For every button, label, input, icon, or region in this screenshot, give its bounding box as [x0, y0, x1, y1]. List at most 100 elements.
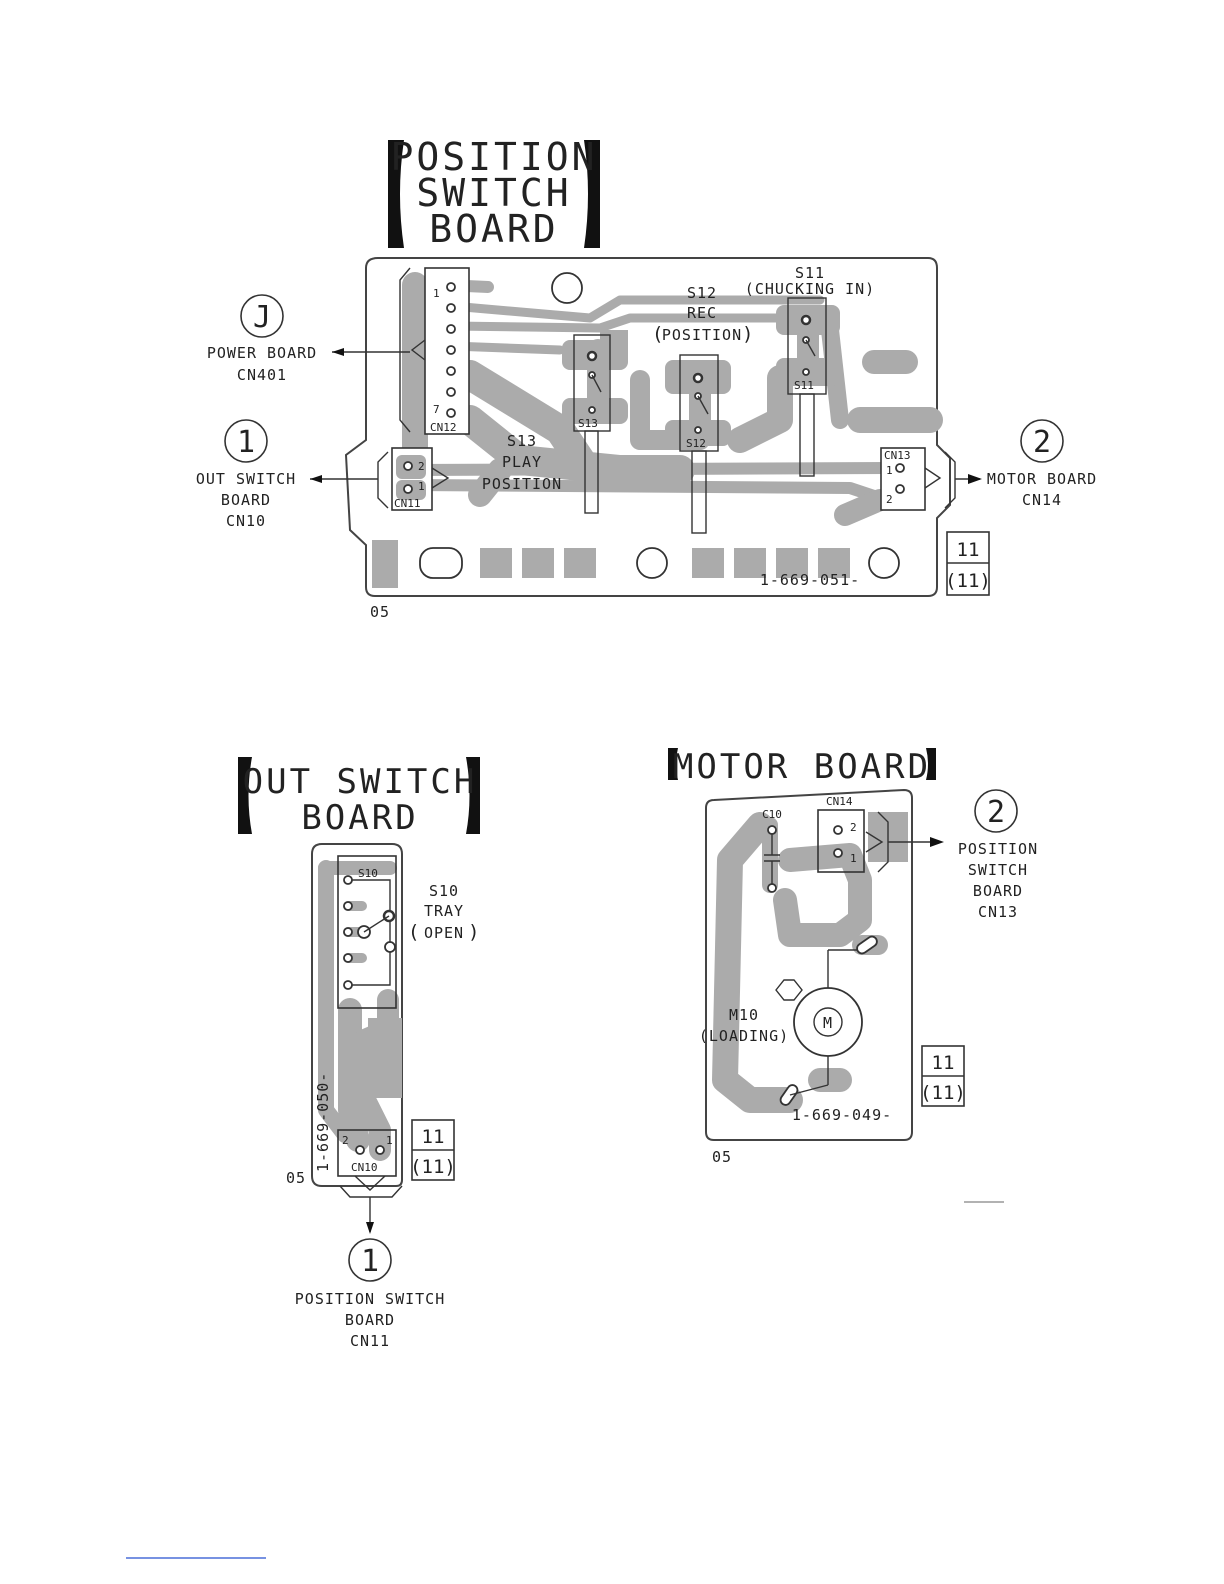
- s10-desc2: OPEN: [424, 924, 464, 942]
- c10-capacitor: C10: [762, 808, 782, 893]
- out-board-outline: [311, 843, 403, 1187]
- s13-desc2: POSITION: [482, 475, 562, 493]
- s10-paren-open: (: [408, 921, 419, 943]
- position-board-rev: 05: [370, 603, 390, 621]
- cn14-connector: CN14 2 1: [817, 795, 944, 873]
- motor-board-page-box: 11 (11): [920, 1045, 966, 1107]
- cn12-connector: 1 7 CN12: [399, 267, 470, 435]
- s10-label: S10: [429, 882, 459, 900]
- motor-ref-line1: MOTOR BOARD: [987, 470, 1097, 488]
- out-title-bracket-right: [466, 757, 480, 834]
- s13-switch: S13 S13 PLAY POSITION: [482, 334, 611, 514]
- motor-board-ref-mark: 2: [987, 795, 1005, 830]
- cn10-pin-1: 1: [386, 1134, 393, 1147]
- out-board-ref: 1 POSITION SWITCH BOARD CN11: [295, 1197, 445, 1350]
- motor-page-box-top: 11: [932, 1052, 955, 1074]
- s10-switch: S10 S10 TRAY OPEN ( ): [337, 855, 479, 1009]
- title-bracket-left: [388, 140, 404, 248]
- c10-label: C10: [762, 808, 782, 821]
- out-page-box-top: 11: [422, 1126, 445, 1148]
- out-title-bracket-left: [238, 757, 252, 834]
- position-board-outline: [344, 257, 951, 597]
- out-ref-mark: 1: [237, 425, 255, 460]
- cn12-pin-1: 1: [433, 287, 440, 300]
- s11-switch: S11 (CHUCKING IN) S11: [745, 264, 875, 477]
- bottom-pads: [372, 272, 900, 588]
- cn10-label: CN10: [351, 1161, 378, 1174]
- mount-hole: [551, 272, 583, 304]
- mount-hole: [868, 547, 900, 579]
- s12-paren-close: ): [742, 323, 753, 345]
- mount-hole: [636, 547, 668, 579]
- s10-tag: S10: [358, 867, 378, 880]
- motor-board-ref-line2: SWITCH: [968, 861, 1028, 879]
- s11-desc: (CHUCKING IN): [745, 280, 875, 298]
- m10-motor: M M10 (LOADING): [699, 935, 878, 1106]
- out-ref-line2: BOARD: [221, 491, 271, 509]
- out-board-ref-line3: CN11: [350, 1332, 390, 1350]
- out-ref-line1: OUT SWITCH: [196, 470, 296, 488]
- motor-board-ref: 2 POSITION SWITCH BOARD CN13: [958, 789, 1037, 921]
- out-board-page-box: 11 (11): [410, 1119, 456, 1181]
- motor-board-outline: [705, 788, 913, 1141]
- cn14-pin-1: 1: [850, 852, 857, 865]
- out-switch-ref: 1 OUT SWITCH BOARD CN10: [196, 419, 378, 530]
- s12-paren-open: (: [652, 323, 663, 345]
- cn14-label: CN14: [826, 795, 853, 808]
- page-box-bottom: (11): [945, 570, 991, 592]
- power-ref-line1: POWER BOARD: [207, 344, 317, 362]
- out-board-ref-line2: BOARD: [345, 1311, 395, 1329]
- s13-desc1: PLAY: [502, 453, 542, 471]
- out-board-title-2: BOARD: [301, 798, 418, 838]
- cn11-pin-2: 2: [418, 460, 425, 473]
- out-switch-board: OUT SWITCH BOARD S10 S10 TRAY: [238, 757, 480, 1350]
- power-ref-line2: CN401: [237, 366, 287, 384]
- power-ref-mark: J: [253, 300, 271, 335]
- motor-board-part-no: 1-669-049-: [792, 1106, 892, 1124]
- s11-tag: S11: [794, 379, 814, 392]
- out-board-part-no: 1-669-050-: [314, 1072, 332, 1172]
- s13-tag: S13: [578, 417, 598, 430]
- out-board-ref-mark: 1: [361, 1244, 379, 1279]
- title-bracket-right: [584, 140, 600, 248]
- motor-board-ref-line4: CN13: [978, 903, 1018, 921]
- cn10-connector: 2 1 CN10: [337, 1129, 403, 1198]
- s10-paren-close: ): [468, 921, 479, 943]
- cn13-pin-1: 1: [886, 464, 893, 477]
- cn13-label: CN13: [884, 449, 911, 462]
- s12-tag: S12: [686, 437, 706, 450]
- motor-board: MOTOR BOARD C10 CN14 2 1: [668, 747, 1037, 1203]
- out-page-box-bottom: (11): [410, 1156, 456, 1178]
- s12-desc2: POSITION: [662, 326, 742, 344]
- s12-label: S12: [687, 284, 717, 302]
- cn12-label: CN12: [430, 421, 457, 434]
- s12-switch: S12 REC POSITION ( ) S12: [652, 284, 753, 534]
- motor-ref-mark: 2: [1033, 425, 1051, 460]
- out-board-title-1: OUT SWITCH: [243, 762, 478, 802]
- cn10-pin-2: 2: [342, 1134, 349, 1147]
- position-board-title-3: BOARD: [429, 207, 558, 251]
- out-ref-line3: CN10: [226, 512, 266, 530]
- oval-hole: [419, 547, 463, 579]
- cn12-pin-7: 7: [433, 403, 440, 416]
- power-board-ref: J POWER BOARD CN401: [207, 294, 410, 384]
- cn14-pin-2: 2: [850, 821, 857, 834]
- position-board-title-2: SWITCH: [416, 171, 571, 215]
- motor-board-title: MOTOR BOARD: [673, 747, 931, 787]
- position-board-title-1: POSITION: [390, 135, 597, 179]
- motor-board-rev: 05: [712, 1148, 732, 1166]
- motor-title-bracket-right: [926, 748, 936, 780]
- out-board-ref-line1: POSITION SWITCH: [295, 1290, 445, 1308]
- motor-title-bracket-left: [668, 748, 678, 780]
- s11-label: S11: [795, 264, 825, 282]
- motor-board-ref-line3: BOARD: [973, 882, 1023, 900]
- motor-ref-line2: CN14: [1022, 491, 1062, 509]
- position-board-page-box: 11 (11): [945, 531, 991, 596]
- m10-label: M10: [729, 1006, 759, 1024]
- cn13-pin-2: 2: [886, 493, 893, 506]
- s10-desc1: TRAY: [424, 902, 464, 920]
- cn13-connector: CN13 1 2: [880, 447, 956, 511]
- position-board-part-no: 1-669-051-: [760, 571, 860, 589]
- cn11-pin-1: 1: [418, 480, 425, 493]
